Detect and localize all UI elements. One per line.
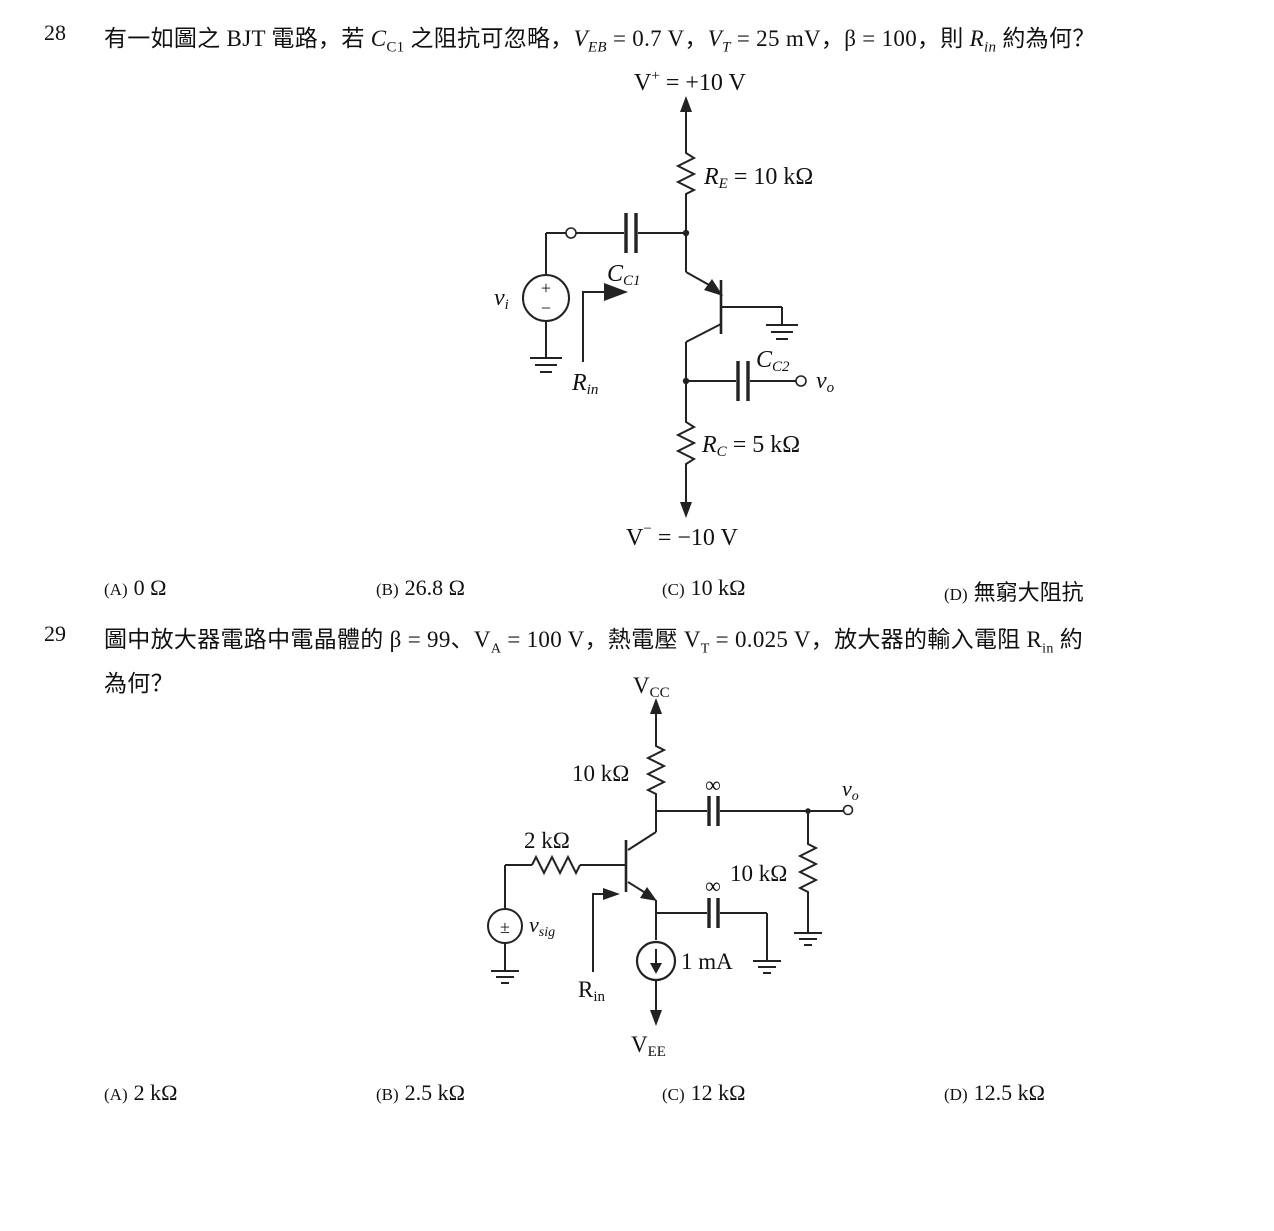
text-segment: = 25 mV，β = 100，則 [730,26,970,51]
vo-label: vo [816,368,835,396]
rc-label: 10 kΩ [572,761,629,786]
option-label: (C) [662,580,685,599]
text-segment: 有一如圖之 BJT 電路，若 [104,26,371,51]
isrc-label: 1 mA [681,949,733,974]
rin-arrow [592,893,607,972]
option-c[interactable]: (C) 12 kΩ [662,1080,746,1106]
circuit-diagram-q29: VCC 10 kΩ ∞ vo 10 kΩ 2 kΩ ± vsig ∞ 1 mA [487,673,859,1060]
option-b[interactable]: (B) 2.5 kΩ [376,1080,465,1106]
option-b[interactable]: (B) 26.8 Ω [376,575,465,601]
option-d[interactable]: (D) 無窮大阻抗 [944,575,1084,607]
option-label: (B) [376,1085,399,1104]
rb-label: 2 kΩ [524,828,570,853]
resistor-rb [531,854,581,876]
var-vt-sub: T [722,39,731,56]
var-rin-sub: in [1042,641,1054,657]
arrow-up-icon [650,698,662,714]
source-pm: ± [500,917,510,937]
rin-label: Rin [571,370,598,398]
text-segment: 約 [1053,627,1084,652]
option-a[interactable]: (A) 0 Ω [104,575,166,601]
vplus-label: V+ = +10 V [634,68,746,96]
bjt-collector [627,831,657,851]
option-text: 0 Ω [133,575,167,600]
source-minus: − [541,298,551,318]
option-text: 2.5 kΩ [404,1080,466,1105]
rl-label: 10 kΩ [730,861,787,886]
question-text: 有一如圖之 BJT 電路，若 CC1 之阻抗可忽略，VEB = 0.7 V，VT… [104,19,1096,57]
option-c[interactable]: (C) 10 kΩ [662,575,746,601]
re-label: RE = 10 kΩ [703,164,813,192]
cc1-label: CC1 [607,261,641,289]
arrow-down-icon [650,963,662,974]
option-label: (C) [662,1085,685,1104]
terminal-icon [565,227,577,239]
option-a[interactable]: (A) 2 kΩ [104,1080,177,1106]
option-text: 無窮大阻抗 [973,580,1084,605]
option-label: (D) [944,1085,968,1104]
arrow-down-icon [650,1010,662,1026]
question-text: 圖中放大器電路中電晶體的 β = 99、VA = 100 V，熱電壓 VT = … [104,620,1083,658]
var-vt-sub: T [700,641,710,657]
arrow-up-icon [680,96,692,112]
arrow-icon [704,279,723,296]
source-plus: + [541,278,551,298]
question-text-line2: 為何？ [104,671,174,696]
resistor-rc [675,381,697,502]
vminus-label: V− = −10 V [626,521,738,551]
resistor-rl [797,811,819,932]
rc-label: RC = 5 kΩ [701,432,800,460]
vcc-label: VCC [633,673,670,701]
var-veb-sub: EB [587,39,607,56]
cc2-label: CC2 [756,347,790,375]
var-veb: V [573,26,588,51]
arrow-right-icon [604,283,628,301]
rin-label: Rin [578,977,606,1005]
text-segment: = 0.7 V， [606,26,708,51]
var-cc1-sub: C1 [386,39,405,56]
cap-emitter-label: ∞ [705,873,721,898]
question-number: 29 [44,621,66,646]
option-label: (A) [104,580,128,599]
text-segment: 圖中放大器電路中電晶體的 β = 99、V [104,627,491,652]
rin-arrow [582,291,612,362]
vi-label: vi [494,285,509,313]
vee-label: VEE [631,1032,666,1060]
cap-top-label: ∞ [705,772,721,797]
circuit-diagram-q28: V+ = +10 V RE = 10 kΩ + − vi CC1 Rin CC2… [494,68,835,551]
bjt-collector [685,323,722,343]
var-vt: V [707,26,723,51]
option-d[interactable]: (D) 12.5 kΩ [944,1080,1045,1106]
text-segment: 之阻抗可忽略， [404,26,574,51]
vo-label: vo [842,776,859,804]
option-text: 2 kΩ [133,1080,178,1105]
arrow-icon [640,887,657,901]
question-number: 28 [44,20,66,45]
option-text: 26.8 Ω [404,575,466,600]
option-label: (A) [104,1085,128,1104]
resistor-re [675,150,697,232]
terminal-icon [842,804,854,816]
text-segment: = 100 V，熱電壓 V [501,627,701,652]
option-text: 12 kΩ [690,1080,746,1105]
option-text: 12.5 kΩ [973,1080,1045,1105]
text-segment: = 0.025 V，放大器的輸入電阻 R [709,627,1043,652]
vsig-label: vsig [529,912,555,940]
resistor-rc [645,714,667,832]
option-text: 10 kΩ [690,575,746,600]
arrow-right-icon [603,888,620,900]
var-rin-sub: in [984,39,997,56]
var-va-sub: A [490,641,502,657]
option-label: (D) [944,585,968,604]
option-label: (B) [376,580,399,599]
arrow-down-icon [680,502,692,518]
var-rin: R [969,26,985,51]
terminal-icon [795,375,807,387]
var-cc1: C [370,26,387,51]
text-segment: 約為何？ [996,26,1096,51]
